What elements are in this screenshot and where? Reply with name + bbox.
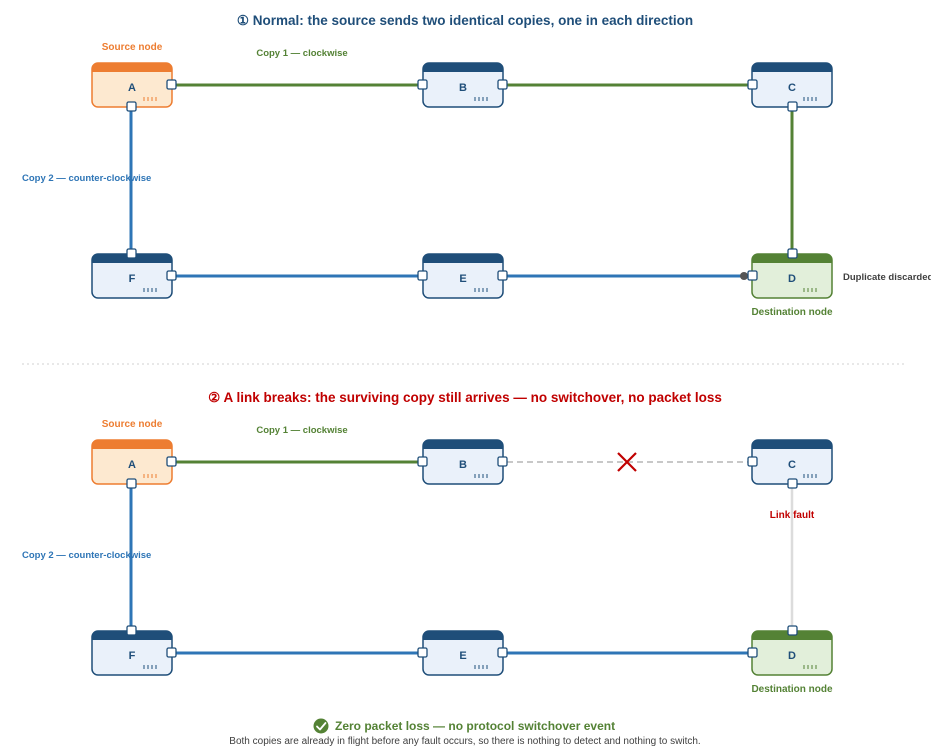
port: [497, 456, 508, 467]
link-fault-label: Link fault: [770, 510, 815, 521]
port: [417, 456, 428, 467]
duplicate-discarded-label: Duplicate discarded: [843, 272, 931, 283]
scenario-link-break: ② A link breaks: the surviving copy stil…: [22, 390, 833, 695]
node-d: D: [747, 625, 833, 676]
scenario-normal: ① Normal: the source sends two identical…: [22, 13, 931, 318]
node-b: B: [417, 62, 508, 108]
footer-headline: Zero packet loss — no protocol switchove…: [335, 719, 615, 733]
node-label: C: [788, 459, 796, 471]
port: [497, 647, 508, 658]
destination-node-label: Destination node: [751, 307, 833, 318]
copy2-label: Copy 2 — counter-clockwise: [22, 173, 151, 184]
node-c: C: [747, 439, 833, 489]
port: [747, 647, 758, 658]
node-c: C: [747, 62, 833, 112]
port: [747, 79, 758, 90]
cross-icon: [617, 452, 637, 472]
node-e: E: [417, 253, 508, 299]
port: [787, 478, 798, 489]
port: [497, 79, 508, 90]
check-circle-icon: [313, 718, 329, 734]
node-label: D: [788, 273, 796, 285]
source-node-label: Source node: [102, 42, 163, 53]
port: [747, 270, 758, 281]
copy1-label: Copy 1 — clockwise: [256, 48, 347, 59]
ring-links: [129, 452, 794, 655]
port: [166, 79, 177, 90]
port: [497, 270, 508, 281]
scenario-title: ② A link breaks: the surviving copy stil…: [208, 390, 722, 405]
node-label: E: [459, 273, 466, 285]
node-label: D: [788, 650, 796, 662]
node-b: B: [417, 439, 508, 485]
copy1-label: Copy 1 — clockwise: [256, 425, 347, 436]
node-label: A: [128, 82, 136, 94]
port: [747, 456, 758, 467]
discard-dot: [740, 272, 748, 280]
port: [126, 478, 137, 489]
port: [166, 456, 177, 467]
node-label: B: [459, 82, 467, 94]
port: [787, 625, 798, 636]
node-label: E: [459, 650, 466, 662]
port: [126, 625, 137, 636]
node-f: F: [91, 248, 177, 299]
port: [126, 248, 137, 259]
port: [787, 248, 798, 259]
port: [417, 270, 428, 281]
copy2-label: Copy 2 — counter-clockwise: [22, 550, 151, 561]
ring-links: [129, 83, 794, 280]
destination-node-label: Destination node: [751, 684, 833, 695]
node-label: C: [788, 82, 796, 94]
node-a: A: [91, 439, 177, 489]
footer-subtext: Both copies are already in flight before…: [229, 736, 700, 747]
node-label: F: [129, 273, 136, 285]
source-node-label: Source node: [102, 419, 163, 430]
footer: Zero packet loss — no protocol switchove…: [229, 718, 701, 747]
port: [417, 647, 428, 658]
node-label: B: [459, 459, 467, 471]
node-f: F: [91, 625, 177, 676]
port: [126, 101, 137, 112]
port: [166, 270, 177, 281]
node-label: A: [128, 459, 136, 471]
node-d: D: [747, 248, 833, 299]
port: [787, 101, 798, 112]
node-label: F: [129, 650, 136, 662]
port: [166, 647, 177, 658]
node-a: A: [91, 62, 177, 112]
port: [417, 79, 428, 90]
node-e: E: [417, 630, 508, 676]
scenario-title: ① Normal: the source sends two identical…: [237, 13, 693, 28]
